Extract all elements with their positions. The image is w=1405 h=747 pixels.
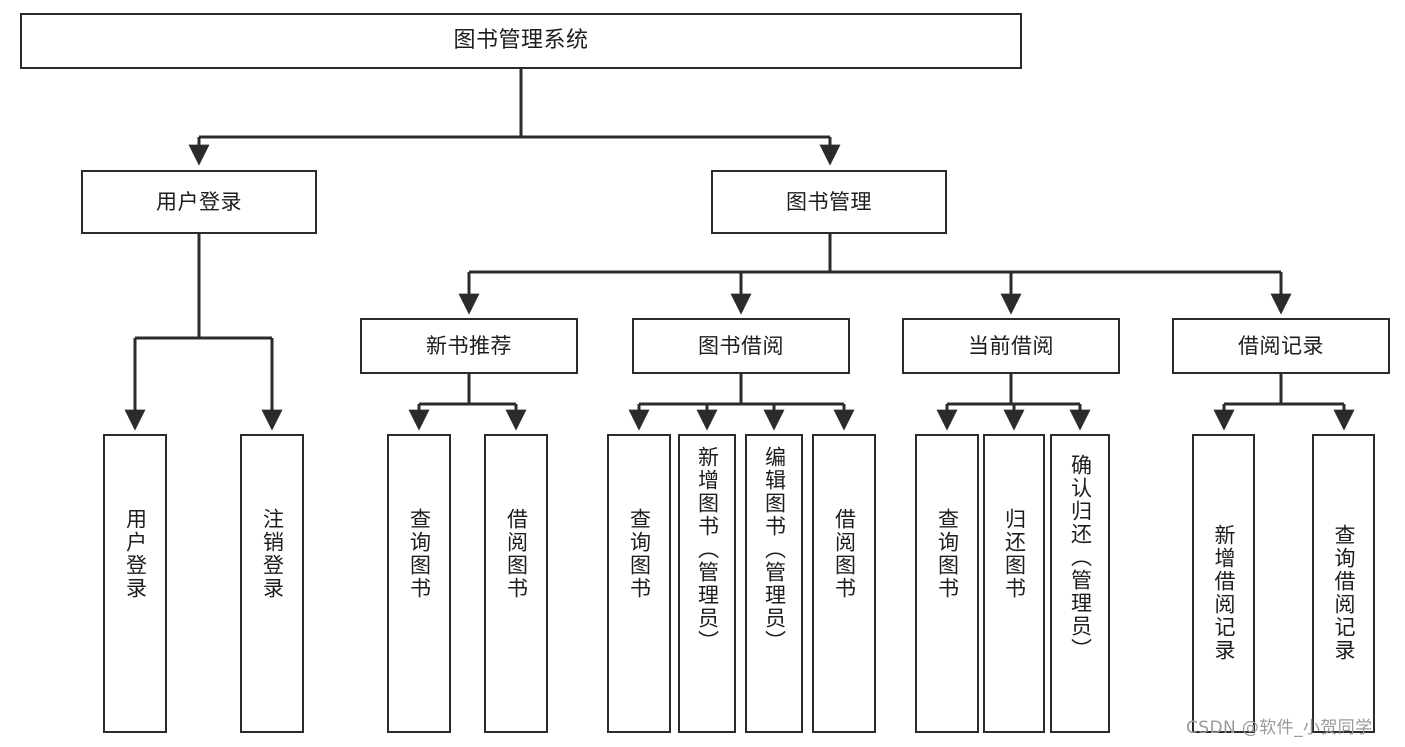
node-leaf-borrow-book-2[interactable]: 借阅图书 xyxy=(812,434,876,733)
node-book-manage-label: 图书管理 xyxy=(786,189,872,214)
node-book-manage[interactable]: 图书管理 xyxy=(711,170,947,234)
node-user-login[interactable]: 用户登录 xyxy=(81,170,317,234)
node-current-borrow-label: 当前借阅 xyxy=(968,333,1054,358)
node-leaf-return-book[interactable]: 归还图书 xyxy=(983,434,1045,733)
node-new-book-recommend-label: 新书推荐 xyxy=(426,333,512,358)
csdn-watermark: CSDN @软件_小贺同学 xyxy=(1186,718,1373,738)
node-current-borrow[interactable]: 当前借阅 xyxy=(902,318,1120,374)
node-leaf-query-book-2-label: 查询图书 xyxy=(627,508,652,600)
node-user-login-label: 用户登录 xyxy=(156,189,242,214)
node-leaf-add-book-admin-label: 新增图书（管理员） xyxy=(695,446,720,653)
node-leaf-add-borrow-record[interactable]: 新增借阅记录 xyxy=(1192,434,1255,733)
node-new-book-recommend[interactable]: 新书推荐 xyxy=(360,318,578,374)
node-leaf-query-borrow-record[interactable]: 查询借阅记录 xyxy=(1312,434,1375,733)
node-leaf-user-login-label: 用户登录 xyxy=(123,508,148,600)
node-leaf-confirm-return-admin-label: 确认归还（管理员） xyxy=(1068,454,1093,661)
node-leaf-borrow-book-1[interactable]: 借阅图书 xyxy=(484,434,548,733)
node-leaf-add-borrow-record-label: 新增借阅记录 xyxy=(1212,524,1236,662)
node-leaf-confirm-return-admin[interactable]: 确认归还（管理员） xyxy=(1050,434,1110,733)
node-leaf-add-book-admin[interactable]: 新增图书（管理员） xyxy=(678,434,736,733)
node-leaf-query-book-1-label: 查询图书 xyxy=(407,508,432,600)
node-borrow-record-label: 借阅记录 xyxy=(1238,333,1324,358)
node-leaf-borrow-book-2-label: 借阅图书 xyxy=(832,508,857,600)
node-root-label: 图书管理系统 xyxy=(453,28,589,54)
node-leaf-logout[interactable]: 注销登录 xyxy=(240,434,304,733)
node-leaf-query-book-2[interactable]: 查询图书 xyxy=(607,434,671,733)
node-leaf-logout-label: 注销登录 xyxy=(260,508,285,600)
node-leaf-query-book-3-label: 查询图书 xyxy=(935,508,960,600)
node-leaf-borrow-book-1-label: 借阅图书 xyxy=(504,508,529,600)
node-book-borrow[interactable]: 图书借阅 xyxy=(632,318,850,374)
node-leaf-query-book-1[interactable]: 查询图书 xyxy=(387,434,451,733)
node-root[interactable]: 图书管理系统 xyxy=(20,13,1022,69)
node-leaf-return-book-label: 归还图书 xyxy=(1002,508,1027,600)
node-leaf-user-login[interactable]: 用户登录 xyxy=(103,434,167,733)
node-leaf-query-borrow-record-label: 查询借阅记录 xyxy=(1332,524,1356,662)
node-leaf-query-book-3[interactable]: 查询图书 xyxy=(915,434,979,733)
node-leaf-edit-book-admin[interactable]: 编辑图书（管理员） xyxy=(745,434,803,733)
node-borrow-record[interactable]: 借阅记录 xyxy=(1172,318,1390,374)
node-leaf-edit-book-admin-label: 编辑图书（管理员） xyxy=(762,446,787,653)
node-book-borrow-label: 图书借阅 xyxy=(698,333,784,358)
